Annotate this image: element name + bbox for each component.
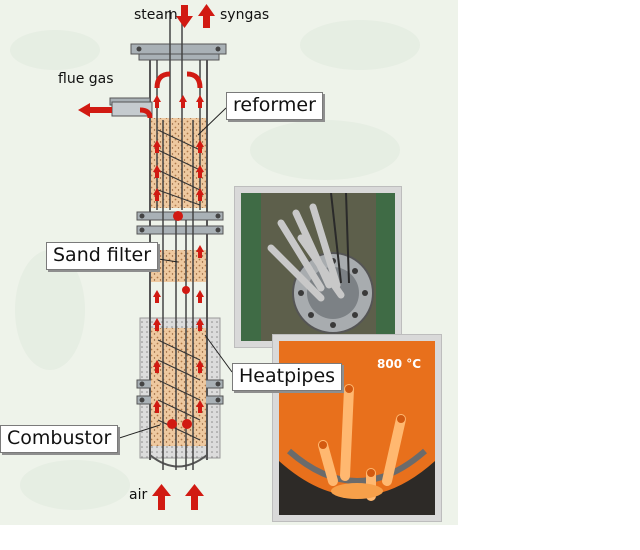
reformer-sand-bed xyxy=(151,118,206,208)
left-arrow-icon xyxy=(78,103,112,117)
reformer-label: reformer xyxy=(226,92,323,120)
down-arrow-icon xyxy=(176,5,193,28)
up-arrow-icon xyxy=(152,484,204,510)
sand-filter-bed xyxy=(151,250,206,282)
sand-filter-label: Sand filter xyxy=(46,242,159,270)
reactor-head-photo xyxy=(234,186,402,348)
temperature-label: 800 °C xyxy=(377,357,422,371)
heatpipes-label: Heatpipes xyxy=(232,363,343,391)
combustor-label: Combustor xyxy=(0,425,119,453)
air-label: air xyxy=(129,487,148,503)
up-arrow-icon xyxy=(153,95,204,413)
combustor-sand-bed xyxy=(151,328,206,446)
up-arrow-icon xyxy=(198,4,215,28)
syngas-label: syngas xyxy=(220,7,270,23)
flue-gas-label: flue gas xyxy=(58,71,114,87)
steam-label: steam xyxy=(134,7,178,23)
